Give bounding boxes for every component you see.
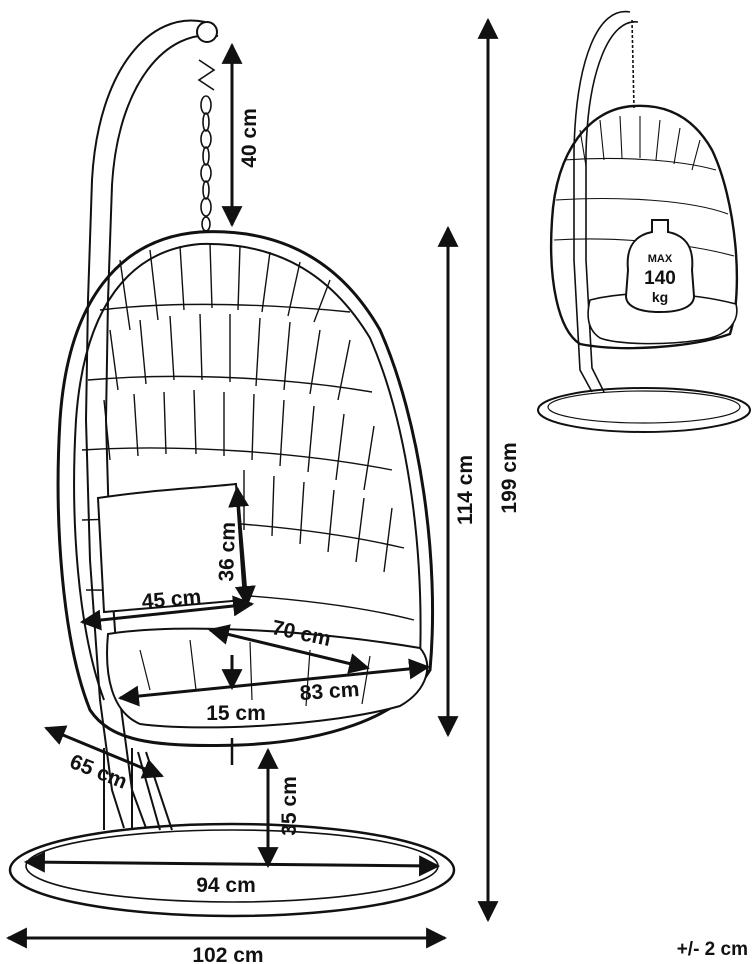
small-basket [549, 104, 739, 350]
label-basket-depth: 65 cm [67, 750, 131, 794]
label-basket-height: 114 cm [454, 455, 477, 525]
weight-badge: MAX 140 kg [624, 219, 696, 314]
weight-icon [624, 219, 696, 314]
arrow-base-width [23, 851, 441, 877]
weight-value: 140 [644, 268, 676, 289]
small-stand-pole [573, 10, 639, 393]
small-base-ring [537, 387, 751, 433]
label-chain-height: 40 cm [238, 108, 261, 168]
arrow-seat-width [79, 595, 255, 631]
label-seat-width: 45 cm [141, 585, 202, 613]
arrow-basket-depth [44, 725, 164, 779]
label-basket-width: 83 cm [299, 678, 360, 705]
label-overall-width: 102 cm [192, 944, 263, 964]
label-total-height: 199 cm [498, 442, 521, 513]
weight-unit: kg [652, 289, 668, 305]
small-chair-drawing [537, 10, 751, 433]
label-backrest-height: 36 cm [215, 522, 240, 582]
label-tolerance: +/- 2 cm [677, 939, 748, 960]
base-ring [8, 822, 456, 918]
arrow-backrest-height [228, 485, 256, 608]
base-support [103, 748, 173, 831]
small-chain [631, 19, 635, 109]
label-cushion-thickness: 15 cm [206, 702, 266, 725]
basket-shell [56, 230, 435, 748]
label-base-width: 94 cm [196, 874, 256, 897]
chain [197, 59, 216, 232]
label-seat-clearance: 35 cm [278, 776, 301, 836]
arrow-basket-width [117, 658, 431, 707]
weight-max-label: MAX [648, 253, 673, 265]
